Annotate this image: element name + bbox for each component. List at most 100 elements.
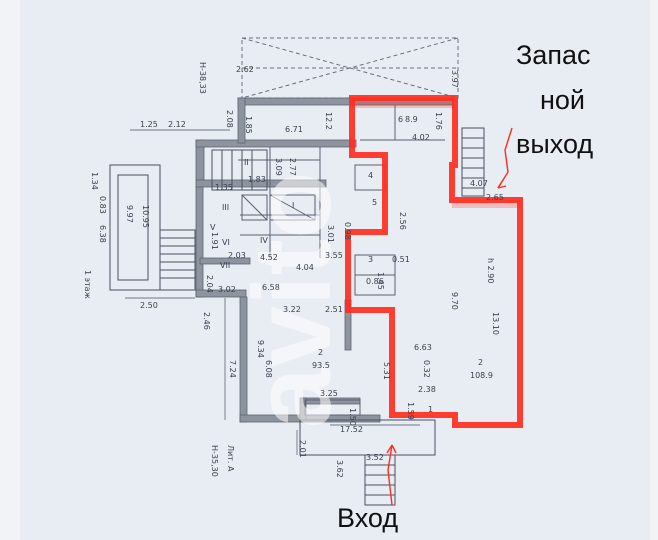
- room-I: I: [292, 201, 294, 210]
- dim-label: 2.08: [225, 110, 234, 128]
- room-1: 1: [428, 405, 433, 414]
- dim-label: 6.08: [264, 360, 273, 378]
- dim-label: 3.52: [366, 453, 384, 462]
- emergency-exit-label-line1: Запас: [516, 40, 591, 70]
- dim-label: 9.97: [125, 205, 134, 223]
- room-2-main: 2: [318, 348, 323, 357]
- room-VI: VI: [222, 238, 230, 247]
- dim-label: 9.34: [256, 340, 265, 358]
- dim-label: 6.58: [262, 283, 280, 292]
- dimension-labels: 3.97 2.62 2.08 1.85 12.2 1.76 6.71 3.09 …: [90, 65, 504, 478]
- entrance-label: Вход: [337, 503, 399, 533]
- walls: [195, 97, 454, 423]
- highlighted-premises: [345, 95, 523, 428]
- dim-label: 2.12: [168, 120, 186, 129]
- canopy-outline: [241, 37, 459, 99]
- dim-label: 1.76: [434, 112, 443, 130]
- dim-label: 2.77: [288, 158, 297, 176]
- dimension-lines: [125, 129, 420, 455]
- inner-staircase: [211, 149, 268, 191]
- dim-label: 1.35: [215, 183, 233, 192]
- dim-label: 3.09: [274, 158, 283, 176]
- dim-label: 3.01: [326, 225, 335, 243]
- dim-label: 3.02: [218, 285, 236, 294]
- dim-label: 0.32: [422, 360, 431, 378]
- dim-label: 1.85: [244, 116, 253, 134]
- dim-label: 6.38: [98, 225, 107, 243]
- dim-label: 2.65: [486, 193, 504, 202]
- emergency-exit-label-line2: ной: [540, 85, 586, 115]
- dim-label: 3.97: [450, 70, 459, 88]
- dim-label: 1.91: [210, 232, 219, 250]
- highlight-inner-fill: [352, 98, 520, 208]
- dim-label: 2.04: [205, 275, 214, 293]
- room-labels: 2 93.5 2 108.9 6 8.9 1 3 4 5 I II III IV…: [210, 115, 493, 414]
- dim-label: 2.03: [228, 251, 246, 260]
- room-6: 6: [398, 115, 403, 124]
- exit-arrowhead-icon: [497, 179, 507, 189]
- dim-label: 2.01: [298, 440, 307, 458]
- room-2-main-area: 93.5: [312, 361, 330, 370]
- paper-sheet: [20, 0, 650, 540]
- dim-label: 6.71: [285, 125, 303, 134]
- dim-label: 1.25: [140, 120, 158, 129]
- room-2-right: 2: [478, 358, 483, 367]
- room-V: V: [210, 223, 216, 232]
- dim-label: 12.2: [324, 112, 333, 130]
- emergency-stair: [461, 127, 485, 197]
- avito-watermark: avito: [231, 172, 354, 429]
- dim-label: 0.51: [392, 255, 410, 264]
- litera-label: Лит. А: [226, 445, 235, 472]
- room-4: 4: [368, 171, 373, 180]
- elevation-bottom: Н-35,30: [210, 445, 219, 477]
- dim-label: 2.62: [236, 65, 254, 74]
- dim-label: 7.24: [228, 360, 237, 378]
- room-6-area: 8.9: [405, 115, 418, 124]
- dim-label: 3.55: [325, 251, 343, 260]
- room-2-right-area: 108.9: [470, 371, 493, 380]
- room-IV: IV: [260, 236, 268, 245]
- emergency-exit-label-line3: выход: [516, 129, 594, 159]
- dim-label: 1.59: [406, 402, 415, 420]
- entrance-stair: [299, 419, 436, 506]
- entrance-arrow: [387, 444, 393, 506]
- dim-label: 1.34: [90, 172, 99, 190]
- dim-label: 1.50: [348, 408, 357, 426]
- entrance-arrowhead-icon: [386, 444, 397, 454]
- dim-label: 5.31: [382, 362, 391, 380]
- dim-label: 4.52: [260, 253, 278, 262]
- dim-label: 1.83: [248, 175, 266, 184]
- dim-label: 2.56: [398, 212, 407, 230]
- dim-label: 4.02: [412, 133, 430, 142]
- interior-partitions: [238, 105, 445, 416]
- dim-label: 6.63: [414, 343, 432, 352]
- dim-label: 2.38: [418, 385, 436, 394]
- dim-label: 3.22: [283, 305, 301, 314]
- dim-label: 0.86: [366, 277, 384, 286]
- elevation-top: Н-38,33: [198, 62, 207, 94]
- dim-label: 0.98: [343, 222, 352, 240]
- dim-label: 1.45: [376, 272, 385, 290]
- dim-label: 3.62: [335, 460, 344, 478]
- room-5: 5: [372, 198, 377, 207]
- dim-label: 0.83: [98, 196, 107, 214]
- dim-label: h 2.90: [486, 258, 495, 283]
- room-II: II: [244, 158, 249, 167]
- dim-label: 3.25: [320, 389, 338, 398]
- dim-label: 2.46: [202, 312, 211, 330]
- dim-label: 4.07: [470, 179, 488, 188]
- room-3: 3: [368, 255, 373, 264]
- dim-label: 2.50: [140, 301, 158, 310]
- dim-label: 9.70: [450, 292, 459, 310]
- dim-label: 2.51: [325, 305, 343, 314]
- left-staircase: [109, 164, 196, 291]
- exit-arrow: [497, 127, 513, 189]
- dim-label: 17.52: [340, 425, 363, 434]
- room-VII: VII: [220, 261, 230, 270]
- room-III: III: [222, 203, 229, 212]
- dim-label: 10.95: [141, 205, 150, 228]
- dim-label: 4.04: [296, 263, 314, 272]
